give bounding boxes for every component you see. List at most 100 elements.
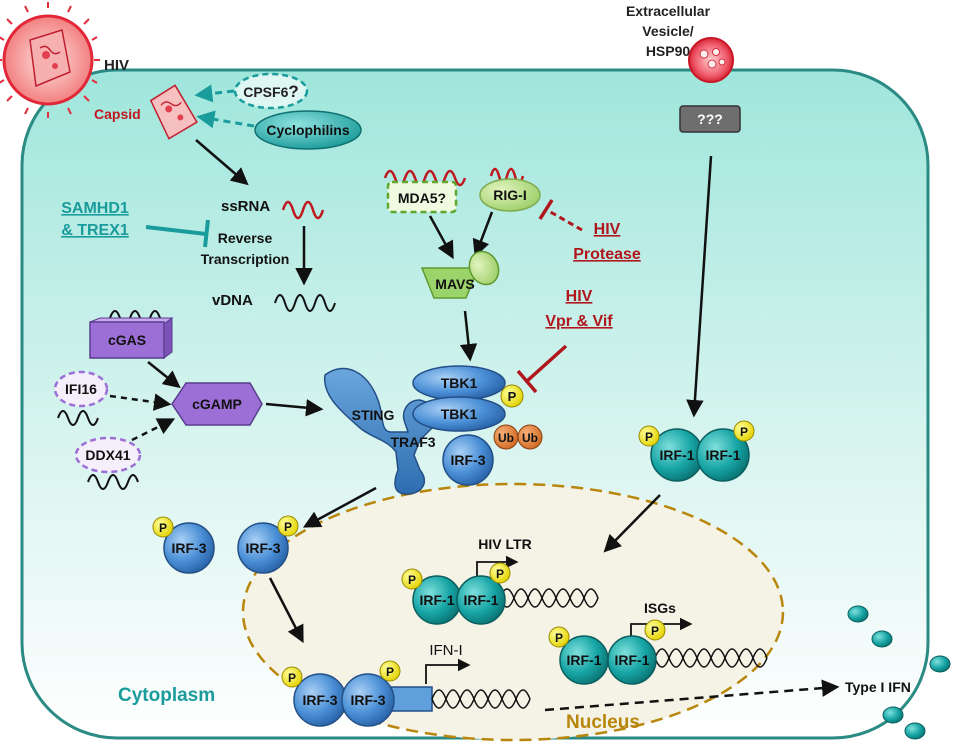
irf1-cyto-right-label: IRF-1 [706, 447, 741, 463]
ddx41-dna-wave [87, 474, 139, 490]
ifn-i-dna-helix [431, 689, 531, 709]
extracellular-label-3: HSP90 [646, 43, 691, 59]
complex-to-irf3-arrow [302, 486, 377, 528]
irf3-nuc-right-phospho [379, 660, 401, 682]
irf1-ltr-right [456, 575, 506, 625]
irf3-nuc-left-phospho [281, 666, 303, 688]
rigi-node [479, 178, 541, 212]
ssrna-label: ssRNA [221, 198, 270, 215]
irf1-cyto-right-phospho-label: P [740, 425, 748, 439]
rt-label-1: Reverse [218, 230, 273, 246]
hiv-ltr-label: HIV LTR [478, 536, 531, 552]
irf1-ltr-left-phospho-label: P [408, 573, 416, 587]
isgs-dna-helix [654, 648, 768, 668]
irf1-cyto-left-label: IRF-1 [660, 447, 695, 463]
unknown-receptor-label: ??? [697, 111, 723, 127]
irf3-monomer-right [237, 522, 289, 574]
hiv-virion [0, 2, 100, 118]
irf1-isg-left-phospho [548, 626, 570, 648]
hiv-vpr-label-1: HIV [566, 288, 593, 305]
ub-1-label: Ub [498, 431, 514, 445]
tbk1-phospho [500, 384, 524, 408]
irf1-isg-left-label: IRF-1 [567, 652, 602, 668]
irf1-isg-left-phospho-label: P [555, 631, 563, 645]
type1-ifn-label: Type I IFN [845, 679, 911, 695]
sting-label: STING [352, 407, 395, 423]
irf1-isg-right-phospho-label: P [651, 624, 659, 638]
samhd1-inhibition-bar [203, 219, 210, 248]
cpsf6-to-capsid-arrow [194, 84, 235, 103]
irf3-nuc-right [341, 673, 395, 727]
rt-label-2: Transcription [201, 251, 290, 267]
tbk1-top-label: TBK1 [441, 375, 478, 391]
irf1-isg-right-label: IRF-1 [615, 652, 650, 668]
irf1-ltr-right-phospho [489, 562, 511, 584]
vdna-label: vDNA [212, 292, 253, 309]
rigi-to-mavs-arrow [472, 211, 494, 258]
irf1-ltr-right-phospho-label: P [496, 567, 504, 581]
irf3-to-nucleus-arrow [268, 577, 304, 644]
mavs-node [420, 250, 500, 299]
irf3-complex-label: IRF-3 [451, 452, 486, 468]
irf1-cyto-right-phospho [733, 420, 755, 442]
samhd1-label-1: SAMHD1 [61, 200, 129, 217]
mda5-to-mavs-arrow [428, 215, 454, 260]
irf3-monomer-left [163, 522, 215, 574]
protease-inhibition-bar [538, 199, 554, 220]
mda5-label: MDA5? [398, 190, 446, 206]
irf1-ltr-left-label: IRF-1 [420, 592, 455, 608]
samhd1-inhibition-line [145, 225, 207, 236]
irf1-ltr-left-phospho [401, 568, 423, 590]
mda5-node [386, 180, 458, 214]
irf3-monomer-left-phospho [152, 516, 174, 538]
irf3-monomer-right-label: IRF-3 [246, 540, 281, 556]
irf1-ltr-right-label: IRF-1 [464, 592, 499, 608]
hiv-label: HIV [104, 57, 129, 74]
tbk1-phospho-label: P [508, 389, 517, 404]
ub-2-label: Ub [522, 431, 538, 445]
tbk1-bottom-label: TBK1 [441, 406, 478, 422]
nucleus-label: Nucleus [566, 712, 640, 733]
irf1-cyto-right [696, 428, 750, 482]
irf3-monomer-left-phospho-label: P [159, 521, 167, 535]
extracellular-vesicle [688, 37, 734, 83]
ifi16-node [53, 370, 109, 408]
capsid-label: Capsid [94, 106, 141, 122]
sting-node [324, 367, 435, 495]
cgas-label: cGAS [108, 332, 146, 348]
mavs-label: MAVS [435, 276, 474, 292]
irf3-monomer-right-phospho-label: P [284, 520, 292, 534]
cyclophilins-label: Cyclophilins [266, 122, 349, 138]
unknown-receptor-box [679, 105, 741, 133]
irf3-monomer-left-label: IRF-3 [172, 540, 207, 556]
hiv-ltr-dna-helix [499, 588, 599, 608]
ddx41-node [74, 436, 142, 474]
ddx41-label: DDX41 [85, 447, 130, 463]
ifn-i-tss-arrow [425, 658, 471, 684]
cgas-to-cgamp-arrow [147, 361, 181, 389]
ifn-secretion-arrow [544, 679, 840, 712]
cgas-node [89, 317, 174, 359]
cyclophilins-to-capsid-arrow [196, 110, 255, 129]
cgamp-node [171, 382, 263, 426]
vpr-inhibition-bar [516, 369, 538, 394]
extracellular-label-1: Extracellular [626, 3, 711, 19]
cpsf6-node [233, 72, 309, 110]
hiv-protease-label-2: Protease [573, 246, 641, 263]
irf3-monomer-right-phospho [277, 515, 299, 537]
ifi16-label: IFI16 [65, 381, 97, 397]
irf1-cyto-left-phospho [638, 425, 660, 447]
ifi16-dna-wave [57, 410, 99, 426]
vdna-wave [274, 294, 336, 312]
ifi16-to-cgamp-arrow [109, 393, 172, 411]
cgas-dna-wave [109, 310, 161, 326]
isgs-label: ISGs [644, 600, 676, 616]
protease-inhibition-line [546, 208, 583, 232]
hiv-vpr-label-2: Vpr & Vif [545, 313, 613, 330]
irf1-isg-right-phospho [644, 619, 666, 641]
cyclophilins-node [254, 110, 362, 150]
traf3-label: TRAF3 [390, 434, 435, 450]
samhd1-label-2: & TREX1 [61, 222, 129, 239]
irf3-nuc-left-phospho-label: P [288, 671, 296, 685]
